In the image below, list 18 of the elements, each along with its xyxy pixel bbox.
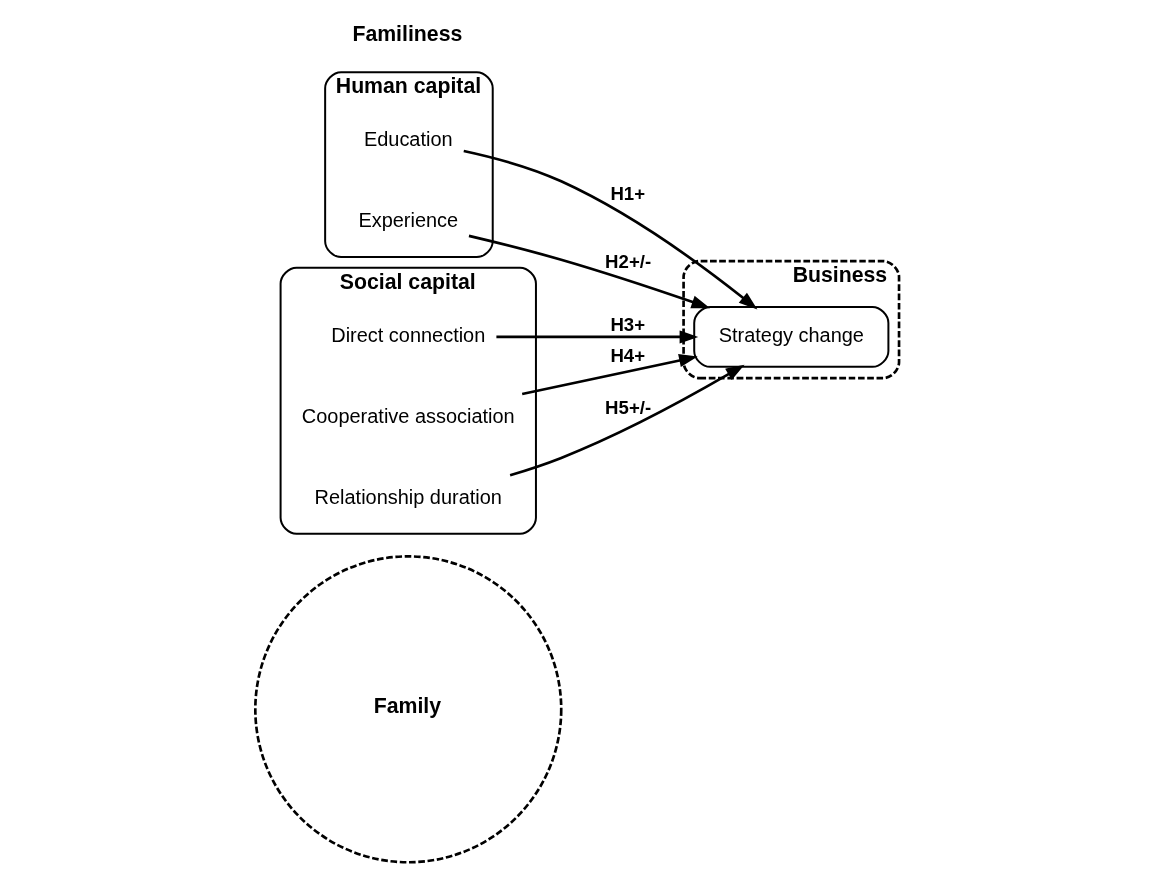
node-text: Direct connection <box>331 323 486 346</box>
edge-label: H5+/- <box>605 397 652 419</box>
arrow <box>496 330 699 344</box>
edge-label: H3+ <box>610 313 646 335</box>
node-box: Strategy change <box>693 306 890 368</box>
node-text: Cooperative association <box>301 404 515 427</box>
arrow <box>468 234 711 309</box>
node-text: Relationship duration <box>314 485 502 508</box>
edge-label: H1+ <box>610 183 646 205</box>
arrow <box>463 149 758 310</box>
arrow <box>521 354 698 396</box>
node-text: Experience <box>358 209 459 232</box>
node-circle: Family <box>254 555 563 864</box>
node-text: Education <box>363 128 453 151</box>
edge-label: H2+/- <box>605 251 652 273</box>
arrow <box>509 364 745 477</box>
label: Familiness <box>352 22 463 47</box>
edge-label: H4+ <box>610 345 646 367</box>
